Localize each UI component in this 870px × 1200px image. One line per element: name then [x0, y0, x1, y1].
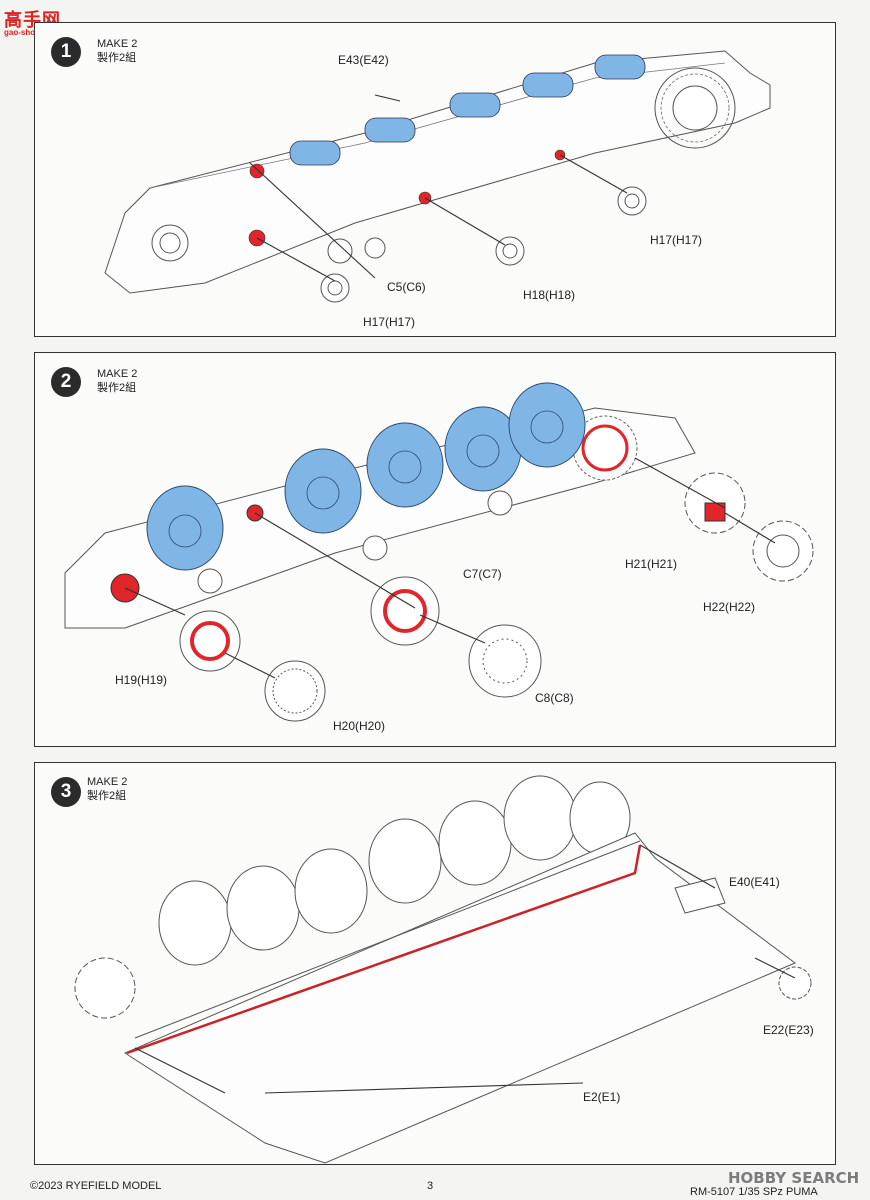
part-label-h20: H20(H20) — [333, 719, 386, 733]
part-label-h18: H18(H18) — [523, 288, 576, 302]
step-2-number: 2 — [51, 367, 81, 397]
step-1-make-cn: 製作2組 — [97, 52, 137, 64]
step-3-drawing — [74, 775, 812, 1164]
step-3-make-en: MAKE 2 — [87, 776, 128, 788]
step-2-make: MAKE 2 製作2組 — [97, 367, 137, 395]
hobbysearch-watermark: HOBBY SEARCH — [728, 1169, 860, 1187]
step-3-panel: 3 MAKE 2 製作2組 E40(E41) E22(E23) E2(E1) — [34, 762, 836, 1165]
part-label-e43: E43(E42) — [338, 53, 389, 67]
step-1-drawing — [104, 50, 771, 303]
part-label-h22: H22(H22) — [703, 600, 756, 614]
step-2-make-cn: 製作2組 — [97, 382, 137, 394]
step-2-panel: 2 MAKE 2 製作2組 C7(C7) H21(H21) H22(H22) H… — [34, 352, 836, 747]
footer-copyright: ©2023 RYEFIELD MODEL — [30, 1180, 162, 1192]
footer-model: RM-5107 1/35 SPz PUMA — [690, 1186, 818, 1198]
step-3-make-cn: 製作2組 — [87, 790, 127, 802]
part-label-c8: C8(C8) — [535, 691, 574, 705]
step-1-make-en: MAKE 2 — [97, 38, 138, 50]
step-2-make-en: MAKE 2 — [97, 368, 138, 380]
part-label-h19: H19(H19) — [115, 673, 168, 687]
part-label-h17-left: H17(H17) — [363, 315, 416, 329]
step-3-number: 3 — [51, 777, 81, 807]
part-label-e22: E22(E23) — [763, 1023, 814, 1037]
footer-page-number: 3 — [427, 1180, 434, 1192]
part-label-c7: C7(C7) — [463, 567, 502, 581]
step-3-make: MAKE 2 製作2組 — [87, 775, 127, 803]
part-label-e40: E40(E41) — [729, 875, 780, 889]
part-label-h17-right: H17(H17) — [650, 233, 703, 247]
part-label-e2: E2(E1) — [583, 1090, 621, 1104]
watermark-url: gao-shou.com — [4, 28, 59, 37]
step-1-panel: 1 MAKE 2 製作2組 E43(E42) C5(C6) H18(H18) H… — [34, 22, 836, 337]
step-1-make: MAKE 2 製作2組 — [97, 37, 137, 65]
step-2-drawing — [64, 382, 814, 722]
step-1-number: 1 — [51, 37, 81, 67]
part-label-h21: H21(H21) — [625, 557, 678, 571]
part-label-c5: C5(C6) — [387, 280, 426, 294]
